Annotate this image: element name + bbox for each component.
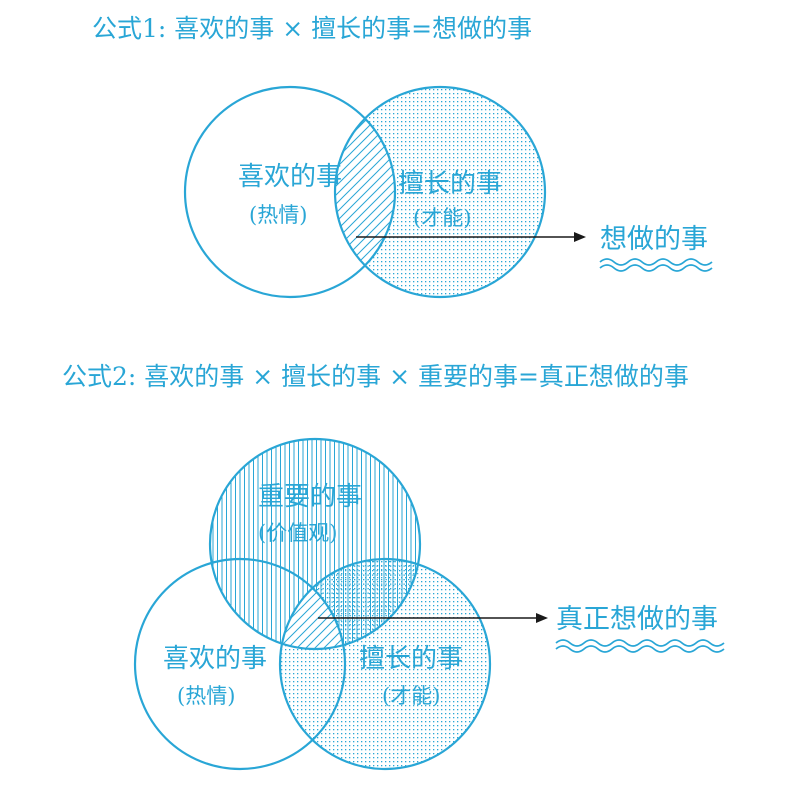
formula1-skill-circle xyxy=(333,85,547,299)
formula2-skill-circle xyxy=(278,557,492,771)
formula1-result: 想做的事 xyxy=(600,224,708,255)
formula2-result-wave xyxy=(555,639,725,653)
formula2-value-label: 重要的事 xyxy=(258,482,362,512)
formula2-skill-label: 擅长的事 xyxy=(359,644,463,674)
formula2-like-sub: (热情) xyxy=(177,684,235,708)
formula2-result: 真正想做的事 xyxy=(556,604,718,635)
formula2-title: 公式2: 喜欢的事 × 擅长的事 × 重要的事=真正想做的事 xyxy=(62,362,689,391)
formula1-like-sub: (热情) xyxy=(249,203,307,227)
formula1-result-wave xyxy=(599,258,713,272)
formula2-value-circle xyxy=(208,437,422,651)
formula2-like-value-overlap xyxy=(210,559,345,649)
formula1-like-label: 喜欢的事 xyxy=(238,162,342,192)
formula2-value-sub: (价值观) xyxy=(258,521,337,545)
formula1-skill-sub: (才能) xyxy=(413,206,471,230)
formula2-skill-sub: (才能) xyxy=(382,684,440,708)
formula1-title: 公式1: 喜欢的事 × 擅长的事=想做的事 xyxy=(92,14,532,43)
formula2-value-skill-overlap xyxy=(280,559,420,649)
formula1-like-circle xyxy=(183,85,397,299)
formula2-like-circle xyxy=(133,557,347,771)
formula1-skill-fill xyxy=(335,87,545,297)
formula2-like-label: 喜欢的事 xyxy=(163,644,267,674)
formula1-skill-label: 擅长的事 xyxy=(398,169,502,199)
